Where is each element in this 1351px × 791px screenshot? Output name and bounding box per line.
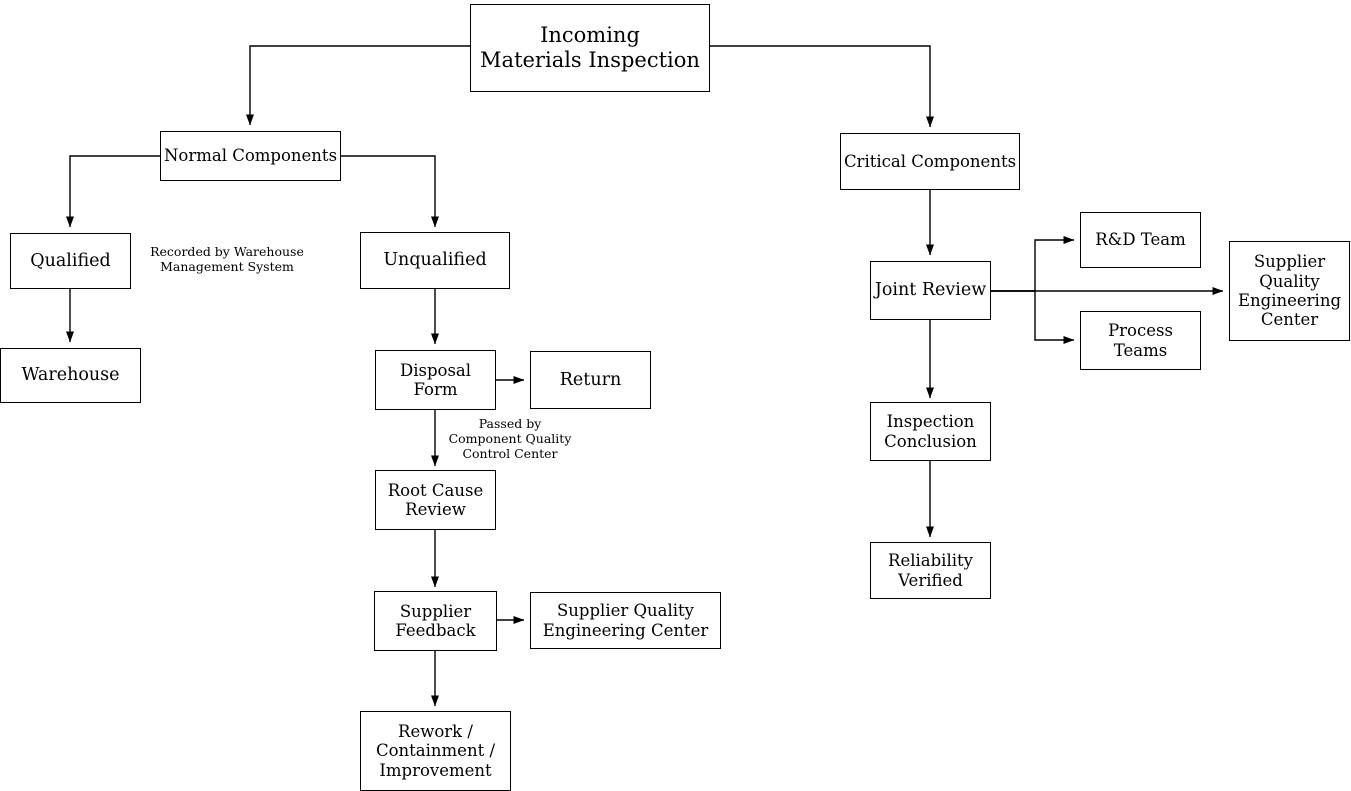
edge-incoming-normal (245, 45, 470, 126)
edge-jointreview-rdteam (991, 235, 1075, 292)
node-reliability-verified[interactable]: Reliability Verified (870, 542, 991, 599)
node-qualified[interactable]: Qualified (10, 233, 131, 289)
node-critical-components[interactable]: Critical Components (840, 133, 1020, 190)
edge-label-passed-by-component-quality-control-center: Passed by Component Quality Control Cent… (448, 416, 572, 461)
node-supplier-feedback[interactable]: Supplier Feedback (374, 591, 497, 651)
node-supplier-quality-engineering-center-right[interactable]: Supplier Quality Engineering Center (1229, 241, 1350, 341)
node-supplier-quality-engineering-center-mid[interactable]: Supplier Quality Engineering Center (530, 592, 721, 649)
node-warehouse[interactable]: Warehouse (0, 348, 141, 403)
node-rd-team[interactable]: R&D Team (1080, 212, 1201, 268)
node-unqualified[interactable]: Unqualified (360, 232, 510, 289)
edge-normal-unqualified (341, 155, 440, 228)
node-root-cause-review[interactable]: Root Cause Review (375, 470, 496, 530)
node-inspection-conclusion[interactable]: Inspection Conclusion (870, 402, 991, 461)
edge-jointreview-processteams (991, 290, 1075, 345)
node-rework-containment-improvement[interactable]: Rework / Containment / Improvement (360, 711, 511, 791)
node-incoming-materials-inspection[interactable]: Incoming Materials Inspection (470, 4, 710, 92)
edge-label-recorded-by-warehouse-management-system: Recorded by Warehouse Management System (150, 244, 304, 274)
node-joint-review[interactable]: Joint Review (870, 261, 991, 320)
node-normal-components[interactable]: Normal Components (160, 131, 341, 181)
node-process-teams[interactable]: Process Teams (1080, 311, 1201, 370)
node-return[interactable]: Return (530, 351, 651, 409)
edge-normal-qualified (65, 155, 160, 228)
node-disposal-form[interactable]: Disposal Form (375, 350, 496, 410)
edge-incoming-critical (710, 45, 935, 128)
